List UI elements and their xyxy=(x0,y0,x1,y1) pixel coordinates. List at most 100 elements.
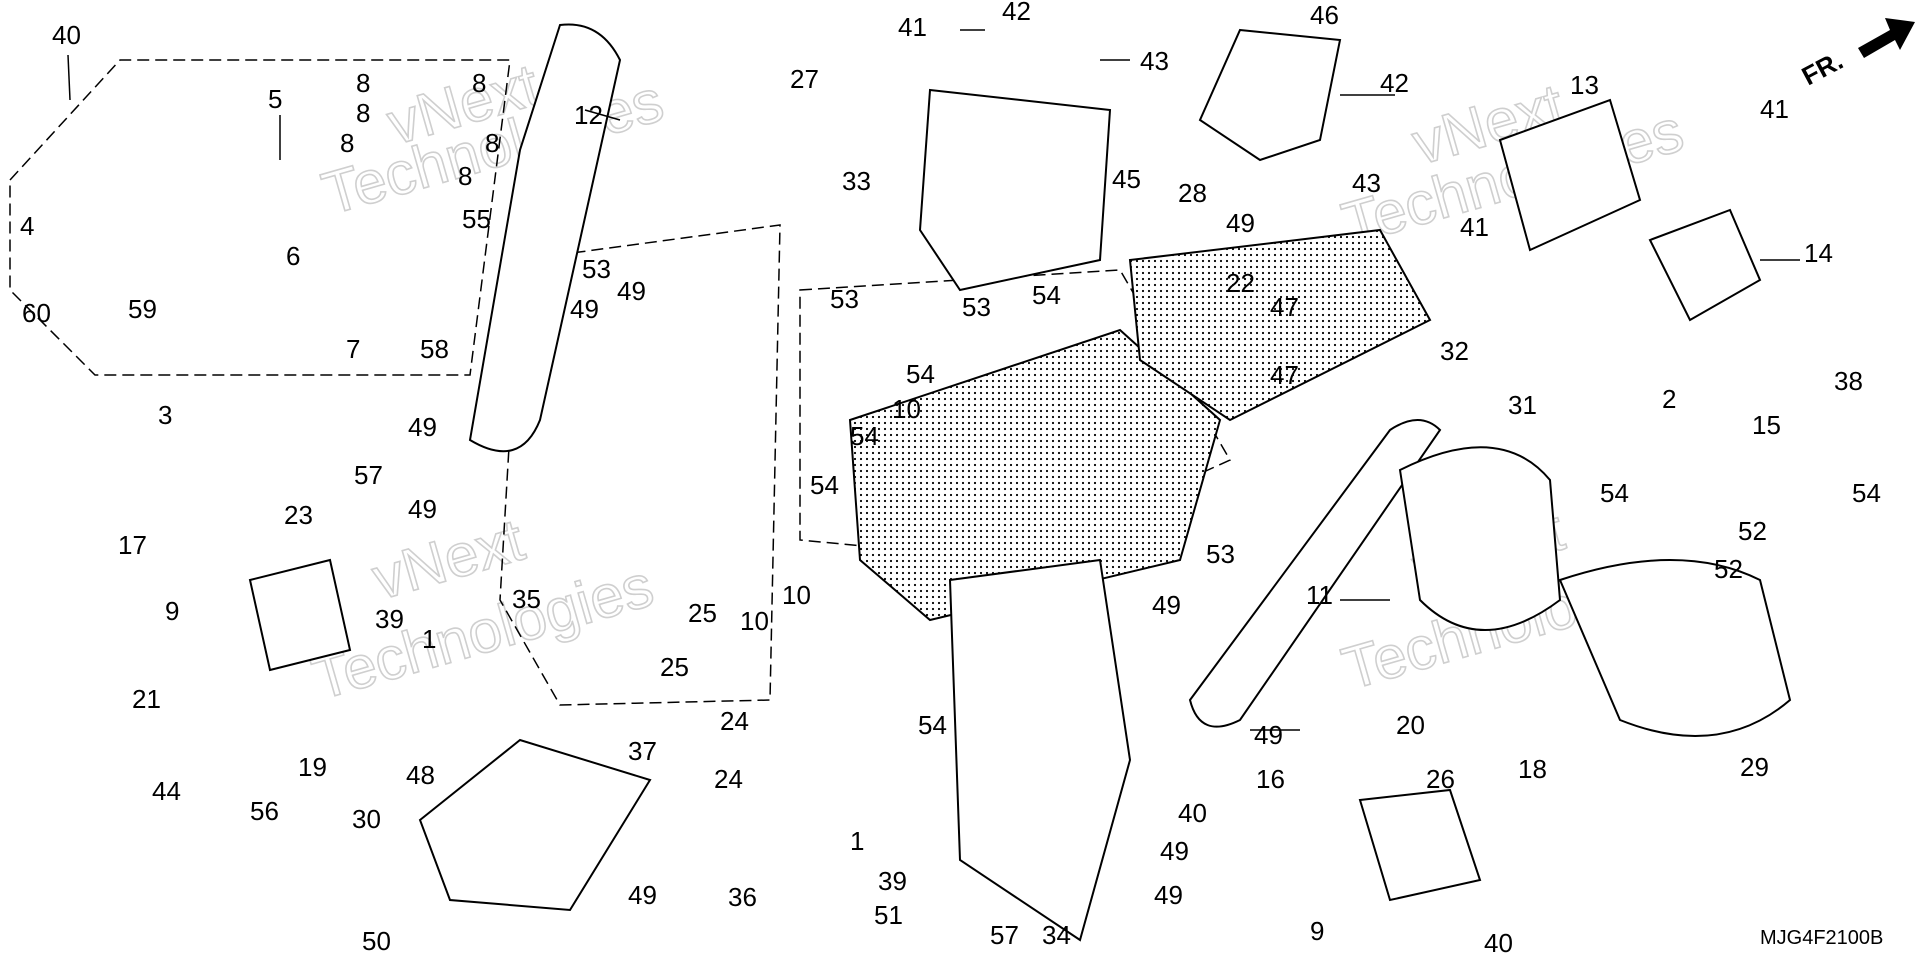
callout-54: 54 xyxy=(906,359,935,389)
callout-57: 57 xyxy=(990,920,1019,950)
callout-33: 33 xyxy=(842,166,871,196)
callout-49: 49 xyxy=(617,276,646,306)
callout-12: 12 xyxy=(574,100,603,130)
callout-8: 8 xyxy=(472,68,486,98)
callout-29: 29 xyxy=(1740,752,1769,782)
callout-47: 47 xyxy=(1270,360,1299,390)
callout-8: 8 xyxy=(340,128,354,158)
callout-41: 41 xyxy=(898,12,927,42)
callout-48: 48 xyxy=(406,760,435,790)
part-32-upper-panel xyxy=(1128,228,1432,422)
callout-56: 56 xyxy=(250,796,279,826)
callout-49: 49 xyxy=(1226,208,1255,238)
callout-2: 2 xyxy=(1662,384,1676,414)
callout-49: 49 xyxy=(1152,590,1181,620)
callout-1: 1 xyxy=(422,624,436,654)
callout-8: 8 xyxy=(458,161,472,191)
part-30-lower-cover xyxy=(418,738,652,912)
callout-24: 24 xyxy=(714,764,743,794)
callout-30: 30 xyxy=(352,804,381,834)
callout-40: 40 xyxy=(52,20,81,50)
callout-40: 40 xyxy=(1484,928,1513,958)
front-label: FR. xyxy=(1797,45,1848,91)
callout-43: 43 xyxy=(1352,168,1381,198)
callout-21: 21 xyxy=(132,684,161,714)
callout-labels: 40 5 8 8 8 8 8 8 55 4 6 59 60 7 58 3 12 … xyxy=(20,0,1881,958)
callout-60: 60 xyxy=(22,298,51,328)
callout-5: 5 xyxy=(268,84,282,114)
callout-8: 8 xyxy=(485,128,499,158)
part-34-lower-cover xyxy=(948,558,1132,942)
callout-25: 25 xyxy=(688,598,717,628)
callout-51: 51 xyxy=(874,900,903,930)
callout-54: 54 xyxy=(918,710,947,740)
callout-27: 27 xyxy=(790,64,819,94)
callout-54: 54 xyxy=(1852,478,1881,508)
front-direction-marker: FR. xyxy=(1797,18,1915,91)
callout-58: 58 xyxy=(420,334,449,364)
callout-57: 57 xyxy=(354,460,383,490)
callout-47: 47 xyxy=(1270,292,1299,322)
group-3-outline xyxy=(9,59,511,376)
callout-49: 49 xyxy=(570,294,599,324)
part-31-inner-cover xyxy=(1398,446,1562,631)
callout-7: 7 xyxy=(346,334,360,364)
callout-9: 9 xyxy=(1310,916,1324,946)
part-23-meter-panel xyxy=(248,558,352,672)
callout-1: 1 xyxy=(850,826,864,856)
callout-31: 31 xyxy=(1508,390,1537,420)
group-34-outline xyxy=(799,269,1232,561)
callout-20: 20 xyxy=(1396,710,1425,740)
callout-55: 55 xyxy=(462,204,491,234)
callout-49: 49 xyxy=(408,412,437,442)
callout-22: 22 xyxy=(1226,268,1255,298)
callout-10: 10 xyxy=(892,394,921,424)
diagram-code: MJG4F2100B xyxy=(1760,927,1883,949)
callout-49: 49 xyxy=(408,494,437,524)
part-34-front-panel xyxy=(848,328,1222,622)
callout-36: 36 xyxy=(728,882,757,912)
callout-41: 41 xyxy=(1760,94,1789,124)
callout-3: 3 xyxy=(158,400,172,430)
callout-53: 53 xyxy=(1206,539,1235,569)
callout-53: 53 xyxy=(962,292,991,322)
group-37-outline xyxy=(499,224,781,706)
callout-46: 46 xyxy=(1310,0,1339,30)
callout-6: 6 xyxy=(286,241,300,271)
callout-34: 34 xyxy=(1042,920,1071,950)
callout-49: 49 xyxy=(1254,720,1283,750)
callout-9: 9 xyxy=(165,596,179,626)
callout-23: 23 xyxy=(284,500,313,530)
callout-53: 53 xyxy=(582,254,611,284)
callout-10: 10 xyxy=(740,606,769,636)
callout-14: 14 xyxy=(1804,238,1833,268)
part-14-pocket xyxy=(1648,208,1762,322)
part-29-inner-cover xyxy=(1558,559,1792,737)
callout-4: 4 xyxy=(20,211,34,241)
callout-52: 52 xyxy=(1738,516,1767,546)
callout-50: 50 xyxy=(362,926,391,956)
callout-24: 24 xyxy=(720,706,749,736)
part-26-lid xyxy=(1358,788,1482,902)
callout-10: 10 xyxy=(782,580,811,610)
part-12-side-molding xyxy=(468,23,622,453)
front-arrow-icon xyxy=(1858,18,1915,58)
part-13-pocket-lid xyxy=(1498,98,1642,252)
callout-38: 38 xyxy=(1834,366,1863,396)
callout-53: 53 xyxy=(830,284,859,314)
callout-32: 32 xyxy=(1440,336,1469,366)
callout-54: 54 xyxy=(810,470,839,500)
callout-54: 54 xyxy=(1032,280,1061,310)
callout-35: 35 xyxy=(512,584,541,614)
callout-39: 39 xyxy=(375,604,404,634)
callout-16: 16 xyxy=(1256,764,1285,794)
callout-17: 17 xyxy=(118,530,147,560)
callout-37: 37 xyxy=(628,736,657,766)
callout-8: 8 xyxy=(356,68,370,98)
callout-28: 28 xyxy=(1178,178,1207,208)
callout-49: 49 xyxy=(1154,880,1183,910)
callout-19: 19 xyxy=(298,752,327,782)
callout-44: 44 xyxy=(152,776,181,806)
callout-40: 40 xyxy=(1178,798,1207,828)
